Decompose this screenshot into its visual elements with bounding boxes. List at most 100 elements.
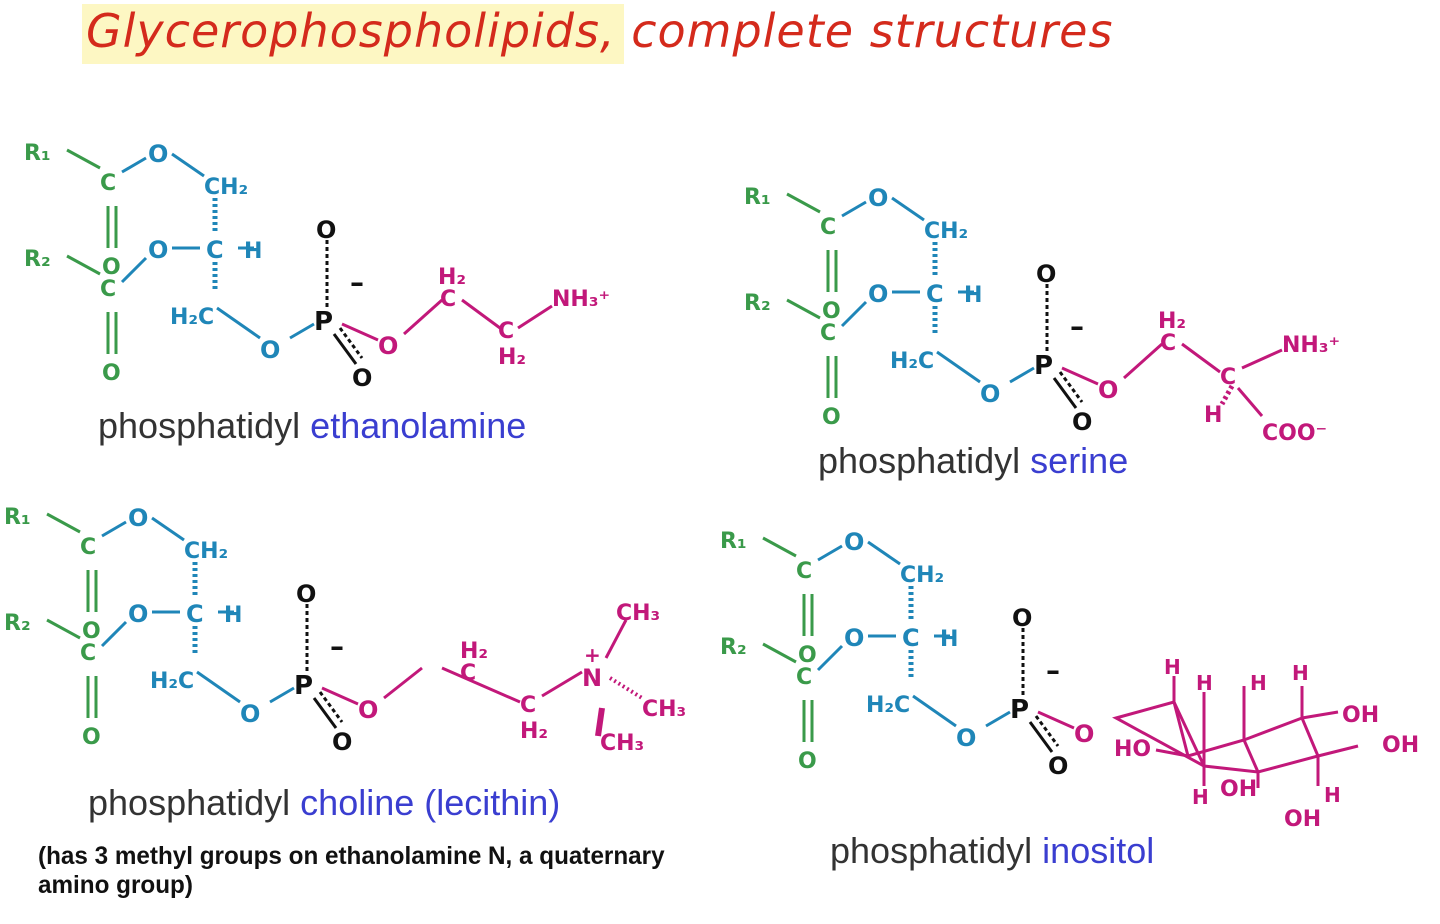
svg-text:CH₂: CH₂ [924,219,968,244]
svg-text:O: O [822,299,841,324]
svg-text:C: C [440,287,456,312]
svg-text:O: O [1074,720,1094,748]
svg-text:COO⁻: COO⁻ [1262,421,1327,446]
svg-text:C: C [520,693,536,718]
svg-text:C: C [796,559,812,584]
svg-text:H: H [1164,655,1181,679]
svg-text:R₁: R₁ [744,185,771,210]
svg-text:O: O [822,405,841,430]
svg-text:C: C [820,215,836,240]
svg-text:R₁: R₁ [4,505,31,530]
svg-text:O: O [316,216,336,244]
svg-text:HO: HO [1114,737,1151,762]
svg-text:P: P [294,671,313,701]
svg-text:C: C [80,535,96,560]
svg-text:C: C [926,280,944,308]
svg-text:H: H [244,239,262,264]
svg-text:H: H [1324,783,1341,807]
svg-text:O: O [956,724,976,752]
svg-text:O: O [1036,260,1056,288]
svg-text:P: P [1034,351,1053,381]
svg-text:O: O [868,280,888,308]
svg-text:O: O [1098,376,1118,404]
svg-text:CH₃: CH₃ [600,731,644,756]
svg-text:H: H [964,283,982,308]
svg-text:C: C [796,665,812,690]
svg-text:R₁: R₁ [720,529,747,554]
svg-text:C: C [80,641,96,666]
svg-text:R₁: R₁ [24,141,51,166]
svg-text:–: – [350,266,364,299]
serine-name: serine [1030,440,1129,481]
svg-text:C: C [820,321,836,346]
svg-text:H₂: H₂ [438,265,466,290]
svg-text:H: H [1292,661,1309,685]
svg-text:O: O [358,696,378,724]
svg-text:C: C [100,277,116,302]
svg-text:OH: OH [1220,777,1257,802]
svg-text:O: O [82,725,101,750]
svg-text:H₂: H₂ [498,345,526,370]
svg-text:C: C [1160,331,1176,356]
choline-label: phosphatidyl choline (lecithin) [88,782,561,823]
svg-text:O: O [980,380,1000,408]
svg-text:O: O [1048,752,1068,780]
svg-text:O: O [102,361,121,386]
svg-text:N: N [582,664,602,692]
svg-text:R₂: R₂ [24,247,51,272]
svg-text:H₂C: H₂C [890,349,934,374]
svg-text:R₂: R₂ [744,291,771,316]
svg-text:P: P [1010,695,1029,725]
svg-text:O: O [128,600,148,628]
svg-text:–: – [330,630,344,663]
svg-text:H₂C: H₂C [170,305,214,330]
ethanolamine-structure: R₁ R₂ C O C O O CH₂ O C H H₂C [24,140,610,392]
serine-label: phosphatidyl serine [818,440,1129,481]
choline-structure: R₁ R₂ C O C O O CH₂ O C H H₂C [4,504,686,756]
ethanolamine-label: phosphatidyl ethanolamine [98,405,527,446]
svg-text:O: O [844,624,864,652]
svg-text:O: O [844,528,864,556]
svg-text:C: C [460,661,476,686]
svg-text:CH₃: CH₃ [642,697,686,722]
svg-text:H: H [224,603,242,628]
svg-text:O: O [1072,408,1092,436]
svg-text:O: O [296,580,316,608]
svg-text:O: O [798,749,817,774]
svg-text:O: O [128,504,148,532]
svg-text:P: P [314,307,333,337]
svg-text:H₂: H₂ [520,719,548,744]
svg-text:O: O [798,643,817,668]
inositol-name: inositol [1042,830,1155,871]
svg-text:O: O [82,619,101,644]
choline-note: (has 3 methyl groups on ethanolamine N, … [38,842,665,899]
svg-text:CH₂: CH₂ [900,563,944,588]
svg-text:O: O [102,255,121,280]
ethanolamine-name: ethanolamine [310,405,527,446]
svg-text:O: O [868,184,888,212]
serine-structure: R₁ R₂ C O C O O CH₂ O C H H₂C [744,184,1340,446]
svg-text:H: H [1204,403,1222,428]
svg-text:R₂: R₂ [720,635,747,660]
svg-text:CH₂: CH₂ [204,175,248,200]
svg-text:C: C [100,171,116,196]
svg-text:NH₃⁺: NH₃⁺ [1282,333,1340,358]
svg-text:CH₃: CH₃ [616,601,660,626]
svg-text:O: O [332,728,352,756]
svg-text:C: C [206,236,224,264]
svg-text:C: C [1220,365,1236,390]
svg-text:C: C [186,600,204,628]
choline-name: choline (lecithin) [300,782,561,823]
svg-text:NH₃⁺: NH₃⁺ [552,287,610,312]
svg-text:R₂: R₂ [4,611,31,636]
svg-text:O: O [378,332,398,360]
svg-text:H: H [940,627,958,652]
svg-text:CH₂: CH₂ [184,539,228,564]
svg-text:H: H [1250,671,1267,695]
svg-text:–: – [1070,310,1084,343]
svg-text:H₂C: H₂C [150,669,194,694]
svg-text:H₂: H₂ [460,639,488,664]
svg-text:H₂C: H₂C [866,693,910,718]
svg-text:O: O [352,364,372,392]
inositol-structure: R₁ R₂ C O C O O CH₂ O C H H₂C [720,528,1419,832]
